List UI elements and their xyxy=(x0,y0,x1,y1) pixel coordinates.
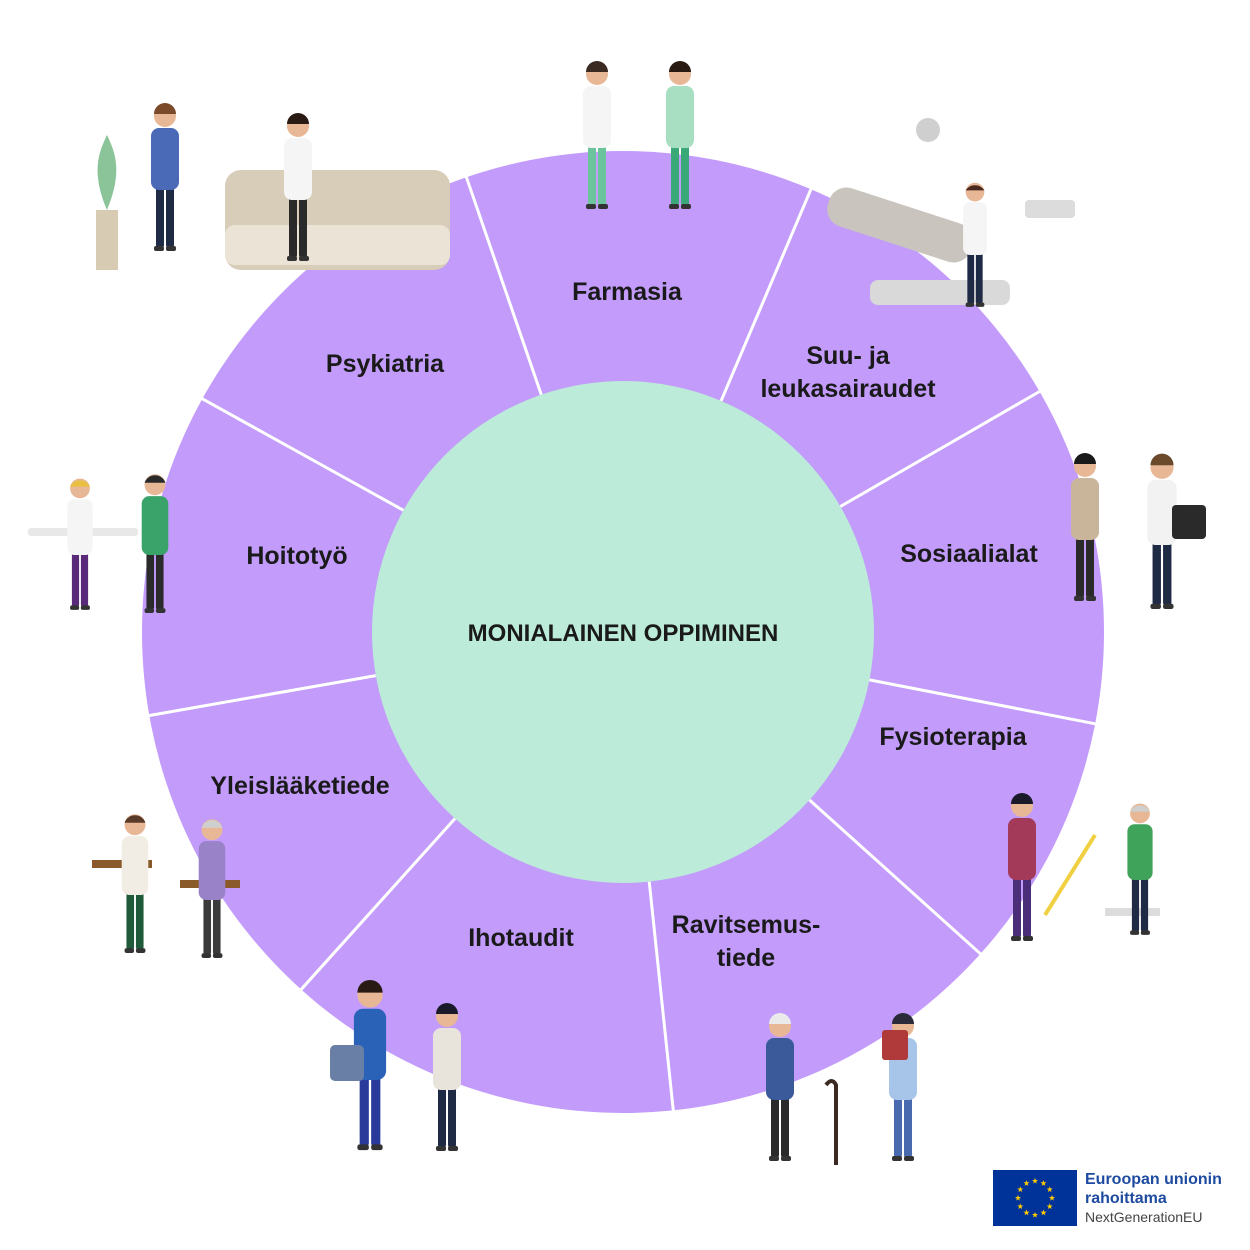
segment-divider xyxy=(808,798,983,957)
eu-funding-line2: rahoittama xyxy=(1085,1190,1167,1207)
eu-star-icon xyxy=(1040,1180,1047,1186)
segment-divider xyxy=(647,881,675,1113)
segment-label-fysioterapia: Fysioterapia xyxy=(879,723,1027,751)
eu-star-icon xyxy=(1014,1194,1022,1201)
eu-star-icon xyxy=(1017,1203,1024,1210)
eu-star-icon xyxy=(1023,1209,1030,1216)
segment-label-ihotaudit: Ihotaudit xyxy=(468,924,574,952)
segment-label-sosiaalialat: Sosiaalialat xyxy=(900,540,1038,568)
dermatology-illustration xyxy=(330,979,461,1151)
segment-divider xyxy=(298,817,457,992)
eu-flag-icon xyxy=(993,1170,1077,1226)
eu-star-icon xyxy=(1040,1209,1047,1216)
segment-divider xyxy=(839,389,1043,508)
eu-star-icon xyxy=(1046,1203,1053,1210)
eu-star-icon xyxy=(1017,1186,1024,1193)
eu-program-name: NextGenerationEU xyxy=(1085,1209,1203,1225)
eu-star-icon xyxy=(1048,1194,1056,1201)
physiotherapy-illustration xyxy=(1008,793,1160,941)
segment-divider xyxy=(147,674,377,718)
eu-funding-line1: Euroopan unionin xyxy=(1085,1171,1222,1188)
eu-funding-logo: Euroopan unionin rahoittama NextGenerati… xyxy=(993,1170,1233,1226)
illustrations xyxy=(28,61,1206,1165)
eu-star-icon xyxy=(1031,1177,1039,1184)
segment-label-yleislaaketiede: Yleislääketiede xyxy=(210,772,389,800)
center-circle xyxy=(372,381,874,883)
segment-divider xyxy=(719,186,814,402)
eu-star-icon xyxy=(1031,1211,1039,1218)
segment-divider xyxy=(199,396,405,512)
eu-star-icon xyxy=(1046,1186,1053,1193)
segment-dividers xyxy=(147,174,1098,1113)
segment-label-hoitotyo: Hoitotyö xyxy=(246,542,347,570)
social-workers-illustration xyxy=(1071,453,1206,610)
eu-star-icon xyxy=(1023,1180,1030,1186)
nutrition-illustration xyxy=(766,1013,917,1165)
center-label: MONIALAINEN OPPIMINEN xyxy=(468,620,779,647)
segment-divider xyxy=(464,174,543,396)
general-practice-illustration xyxy=(92,814,240,958)
psychiatry-illustration xyxy=(96,103,450,270)
segment-label-farmasia: Farmasia xyxy=(572,278,683,306)
segment-divider xyxy=(869,678,1098,726)
segment-label-ravitsemustiede: Ravitsemus-tiede xyxy=(672,911,821,972)
dentist-illustration xyxy=(827,118,1075,307)
pharmacists-illustration xyxy=(583,61,694,209)
segment-label-psykiatria: Psykiatria xyxy=(326,350,445,378)
nursing-illustration xyxy=(28,474,169,613)
